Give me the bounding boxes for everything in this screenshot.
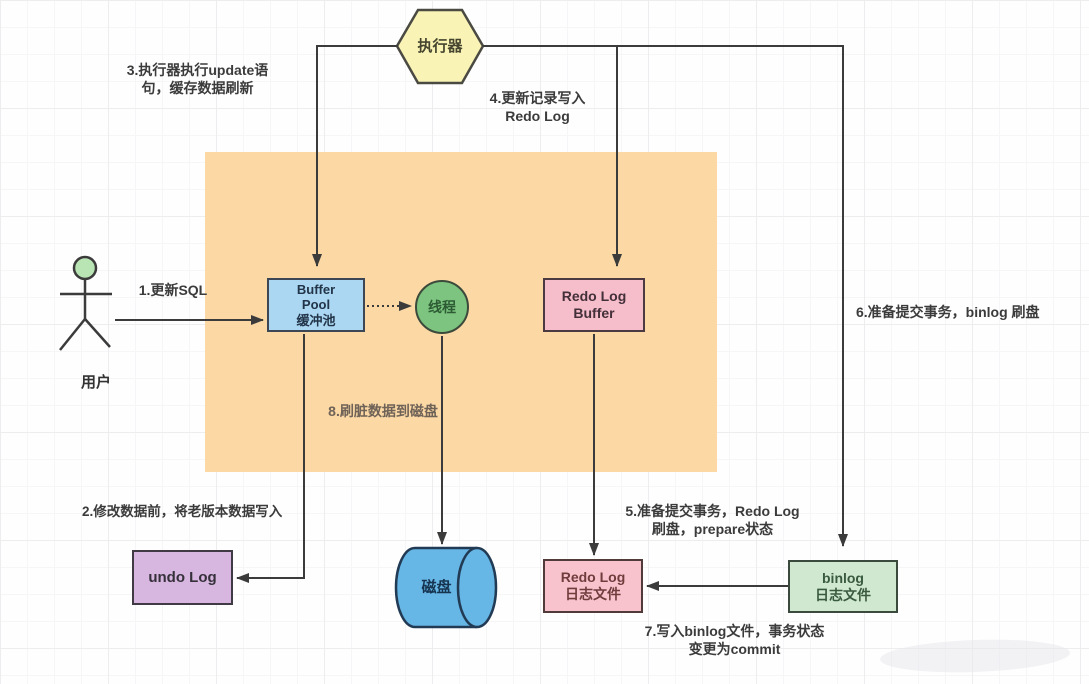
executor-label: 执行器 [417,37,463,55]
buffer-pool-node: Buffer Pool 缓冲池 [267,278,365,332]
buffer-pool-line2: Pool [301,297,331,313]
thread-node: 线程 [415,280,469,334]
step-8-label: 8.刷脏数据到磁盘 [328,403,438,419]
disk-label: 磁盘 [421,578,452,596]
buffer-pool-line1: Buffer [296,282,336,297]
redo-buffer-line1: Redo Log [561,288,627,305]
step-3-line1: 3.执行器执行update语 [126,62,269,78]
step-2-label: 2.修改数据前，将老版本数据写入 [82,504,283,519]
buffer-pool-line3: 缓冲池 [296,312,336,328]
binlog-file-line1: binlog [822,569,864,586]
step-7-label: 7.写入binlog文件，事务状态 变更为commit [612,623,857,658]
step-5-line1: 5.准备提交事务，Redo Log [625,503,800,519]
undo-log-node: undo Log [132,550,233,605]
step-5-line2: 刷盘，prepare状态 [651,520,774,537]
redo-log-buffer-node: Redo Log Buffer [543,278,645,332]
step-3-label: 3.执行器执行update语 句，缓存数据刷新 [105,62,290,97]
disk-node: 磁盘 [396,548,477,627]
executor-node: 执行器 [397,10,483,83]
user-label: 用户 [80,374,111,391]
user-actor-icon [59,255,112,351]
redo-file-line2: 日志文件 [565,586,621,602]
arrow-buffer-pool-to-undo-log [236,334,305,583]
thread-label: 线程 [428,298,456,315]
redo-file-line1: Redo Log [560,569,626,586]
step-4-label: 4.更新记录写入 Redo Log [455,90,620,125]
undo-log-label: undo Log [148,568,217,586]
redo-log-file-node: Redo Log 日志文件 [543,559,643,613]
arrow-executor-to-binlog-file [483,45,848,547]
step-7-line1: 7.写入binlog文件，事务状态 [644,623,825,639]
arrow-executor-to-buffer-pool [312,45,398,267]
step-3-line2: 句，缓存数据刷新 [141,79,254,96]
step-1-label: 1.更新SQL [138,282,208,298]
binlog-file-line2: 日志文件 [815,586,871,603]
step-4-line2: Redo Log [505,107,570,124]
disk-cylinder-shape [394,546,498,629]
step-5-label: 5.准备提交事务，Redo Log 刷盘，prepare状态 [600,503,825,538]
redo-buffer-line2: Buffer [573,305,615,321]
step-6-label: 6.准备提交事务，binlog 刷盘 [856,304,1040,320]
binlog-file-node: binlog 日志文件 [788,560,898,613]
step-4-line1: 4.更新记录写入 [489,90,586,106]
step-7-line2: 变更为commit [688,640,781,657]
